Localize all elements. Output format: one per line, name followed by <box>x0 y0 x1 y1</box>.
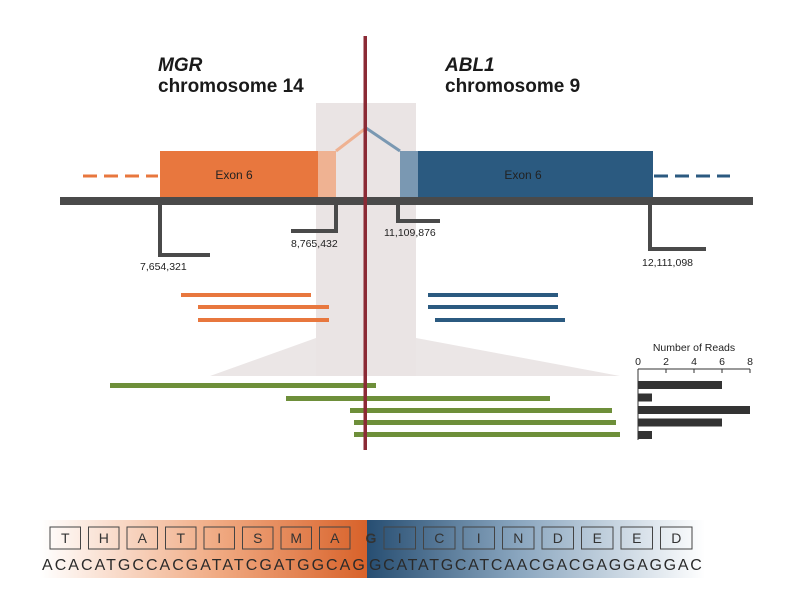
read-bar <box>428 293 558 297</box>
right-gene-reads <box>428 293 565 322</box>
chart-bar <box>638 406 750 414</box>
amino-acid-box <box>319 526 351 550</box>
right-exon-label: Exon 6 <box>504 168 542 182</box>
sequence-panel: T H A T I S M A G I C I N D E E D ACACATGCCACGATATCGATGG… <box>40 520 705 578</box>
amino-acid-box <box>165 526 197 550</box>
left-exon-label: Exon 6 <box>215 168 253 182</box>
amino-acid-box <box>462 526 495 550</box>
amino-acid-box <box>423 526 456 550</box>
amino-acid-label: I <box>398 530 402 546</box>
read-bar <box>435 318 565 322</box>
amino-acid-box <box>620 526 653 550</box>
amino-acid-label: A <box>330 530 340 546</box>
amino-acid-box <box>541 526 574 550</box>
amino-acid-label: D <box>553 530 563 546</box>
dna-sequence-left: ACACATGCCACGATATCGATGGCAG <box>42 557 365 574</box>
amino-acid-label: T <box>61 530 70 546</box>
dna-sequence-right: GCATATGCATCAACGACGAGGAGGAC <box>369 557 702 574</box>
left-gene-name: MGR <box>158 55 203 76</box>
right-chromosome-label: chromosome 9 <box>445 76 580 97</box>
chart-bar <box>638 418 722 427</box>
chart-tick-label: 4 <box>691 356 697 368</box>
coordinate-marker <box>396 205 440 223</box>
junction-read <box>354 432 620 437</box>
read-bar <box>428 305 558 309</box>
amino-acid-box <box>660 526 693 550</box>
chart-tick-label: 0 <box>635 356 641 368</box>
amino-acid-label: N <box>513 530 523 546</box>
amino-acid-box <box>88 526 120 550</box>
read-bar <box>198 318 329 322</box>
junction-reads <box>110 383 620 437</box>
chart-bar <box>638 431 652 439</box>
left-chromosome-label: chromosome 14 <box>158 76 304 97</box>
coord-label-2: 8,765,432 <box>291 238 338 250</box>
coord-label-1: 7,654,321 <box>140 261 187 273</box>
left-gene-reads <box>181 293 329 322</box>
junction-read <box>110 383 376 388</box>
amino-acid-box <box>502 526 535 550</box>
amino-acid-label: D <box>671 530 681 546</box>
read-bar <box>181 293 311 297</box>
coordinate-marker <box>291 205 338 233</box>
right-exon-light-segment <box>400 151 418 201</box>
amino-acid-box <box>280 526 312 550</box>
right-gene-name: ABL1 <box>444 55 495 76</box>
junction-amino-acid: G <box>366 530 377 546</box>
chart-title: Number of Reads <box>653 342 735 354</box>
junction-read <box>286 396 550 401</box>
amino-acid-box <box>581 526 614 550</box>
zoom-region <box>210 103 620 376</box>
amino-acid-label: H <box>99 530 109 546</box>
breakpoint-line <box>363 36 367 450</box>
read-bar <box>198 305 329 309</box>
amino-acid-box <box>203 526 235 550</box>
zoom-wedge-right <box>416 338 620 376</box>
amino-acid-box <box>49 526 81 550</box>
amino-acid-label: S <box>253 530 262 546</box>
chart-tick-label: 6 <box>719 356 725 368</box>
chart-tick-label: 2 <box>663 356 669 368</box>
coord-label-4: 12,111,098 <box>642 257 693 269</box>
left-exon <box>160 151 318 201</box>
chart-bar <box>638 393 652 402</box>
amino-acid-label: M <box>290 530 302 546</box>
coordinate-marker <box>648 205 706 251</box>
chart-bar <box>638 381 722 389</box>
left-exon-light-segment <box>318 151 336 201</box>
zoom-wedge-left <box>210 338 316 376</box>
amino-acid-label: E <box>632 530 641 546</box>
chromosome-backbone <box>60 197 753 205</box>
read-count-chart: Number of Reads 0 2 4 6 8 <box>635 342 753 440</box>
amino-acid-box <box>383 526 416 550</box>
amino-acid-label: T <box>176 530 185 546</box>
splice-arc-right <box>365 126 401 153</box>
coord-label-3: 11,109,876 <box>384 227 436 239</box>
amino-acid-label: A <box>138 530 148 546</box>
right-exon <box>418 151 653 201</box>
amino-acid-label: C <box>434 530 444 546</box>
amino-acid-box <box>126 526 158 550</box>
amino-acid-label: I <box>477 530 481 546</box>
chart-tick-label: 8 <box>747 356 753 368</box>
junction-read <box>350 408 612 413</box>
junction-read <box>354 420 616 425</box>
splice-arc-left <box>335 126 367 153</box>
amino-acid-label: I <box>217 530 221 546</box>
amino-acid-label: E <box>593 530 602 546</box>
coordinate-marker <box>158 205 210 257</box>
amino-acid-box <box>242 526 274 550</box>
